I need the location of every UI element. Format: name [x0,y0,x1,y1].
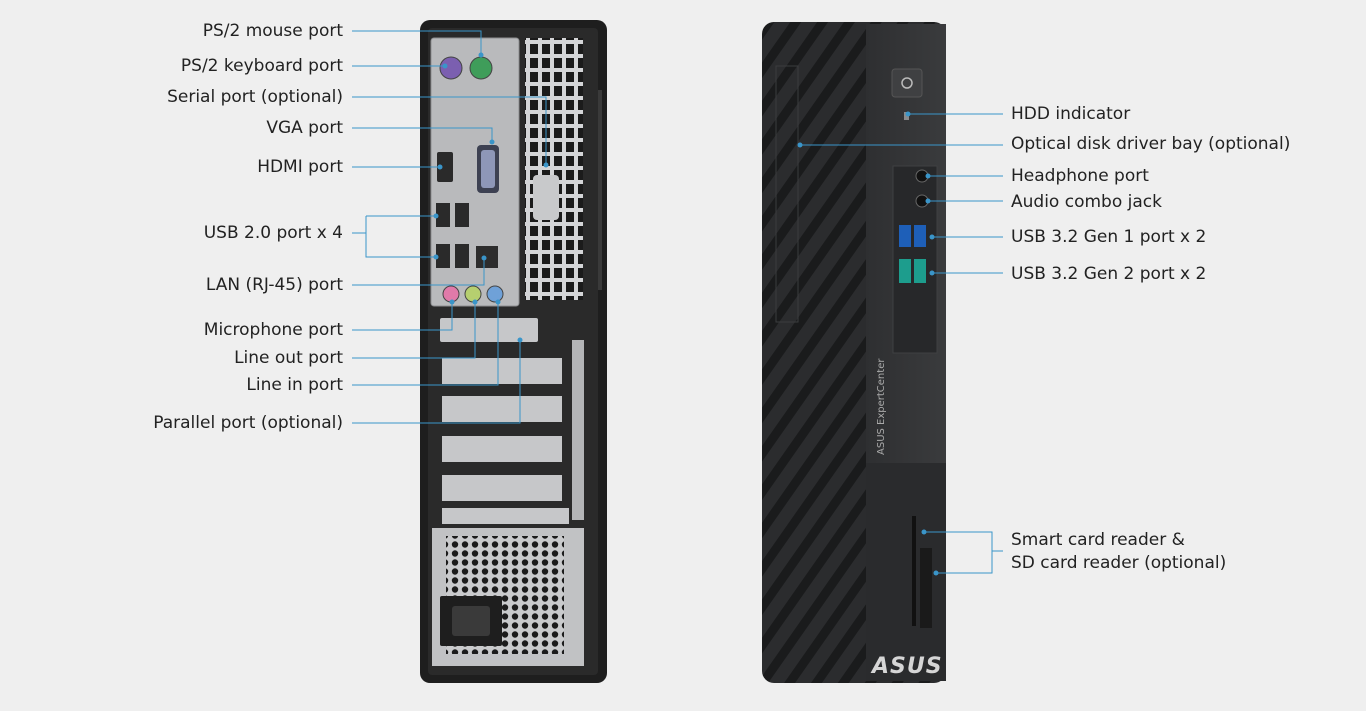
label-parallel: Parallel port (optional) [153,413,343,433]
label-line-out: Line out port [234,348,343,368]
label-headphone: Headphone port [1011,166,1149,186]
front-view [762,22,946,683]
asus-logo: ASUS [872,654,943,679]
label-microphone: Microphone port [203,320,343,340]
label-hdd-indicator: HDD indicator [1011,104,1131,124]
rear-leaders [352,30,547,424]
label-usb32-gen2: USB 3.2 Gen 2 port x 2 [1011,264,1207,284]
label-usb32-gen1: USB 3.2 Gen 1 port x 2 [1011,227,1207,247]
front-leaders [800,113,1003,574]
label-lan: LAN (RJ-45) port [205,275,343,295]
label-hdmi: HDMI port [257,157,343,177]
label-serial: Serial port (optional) [167,87,343,107]
front-model-text: ASUS ExpertCenter [876,359,887,455]
label-ps2-mouse: PS/2 mouse port [202,21,343,41]
label-ps2-keyboard: PS/2 keyboard port [180,56,343,76]
rear-view [420,20,607,683]
label-audio-combo: Audio combo jack [1011,192,1162,212]
label-sd-card: SD card reader (optional) [1011,553,1227,573]
label-line-in: Line in port [246,375,343,395]
label-optical-bay: Optical disk driver bay (optional) [1011,134,1291,154]
leader-dots [433,52,939,576]
label-smart-card: Smart card reader & [1011,530,1185,550]
label-usb2: USB 2.0 port x 4 [203,223,343,243]
label-vga: VGA port [266,118,343,138]
